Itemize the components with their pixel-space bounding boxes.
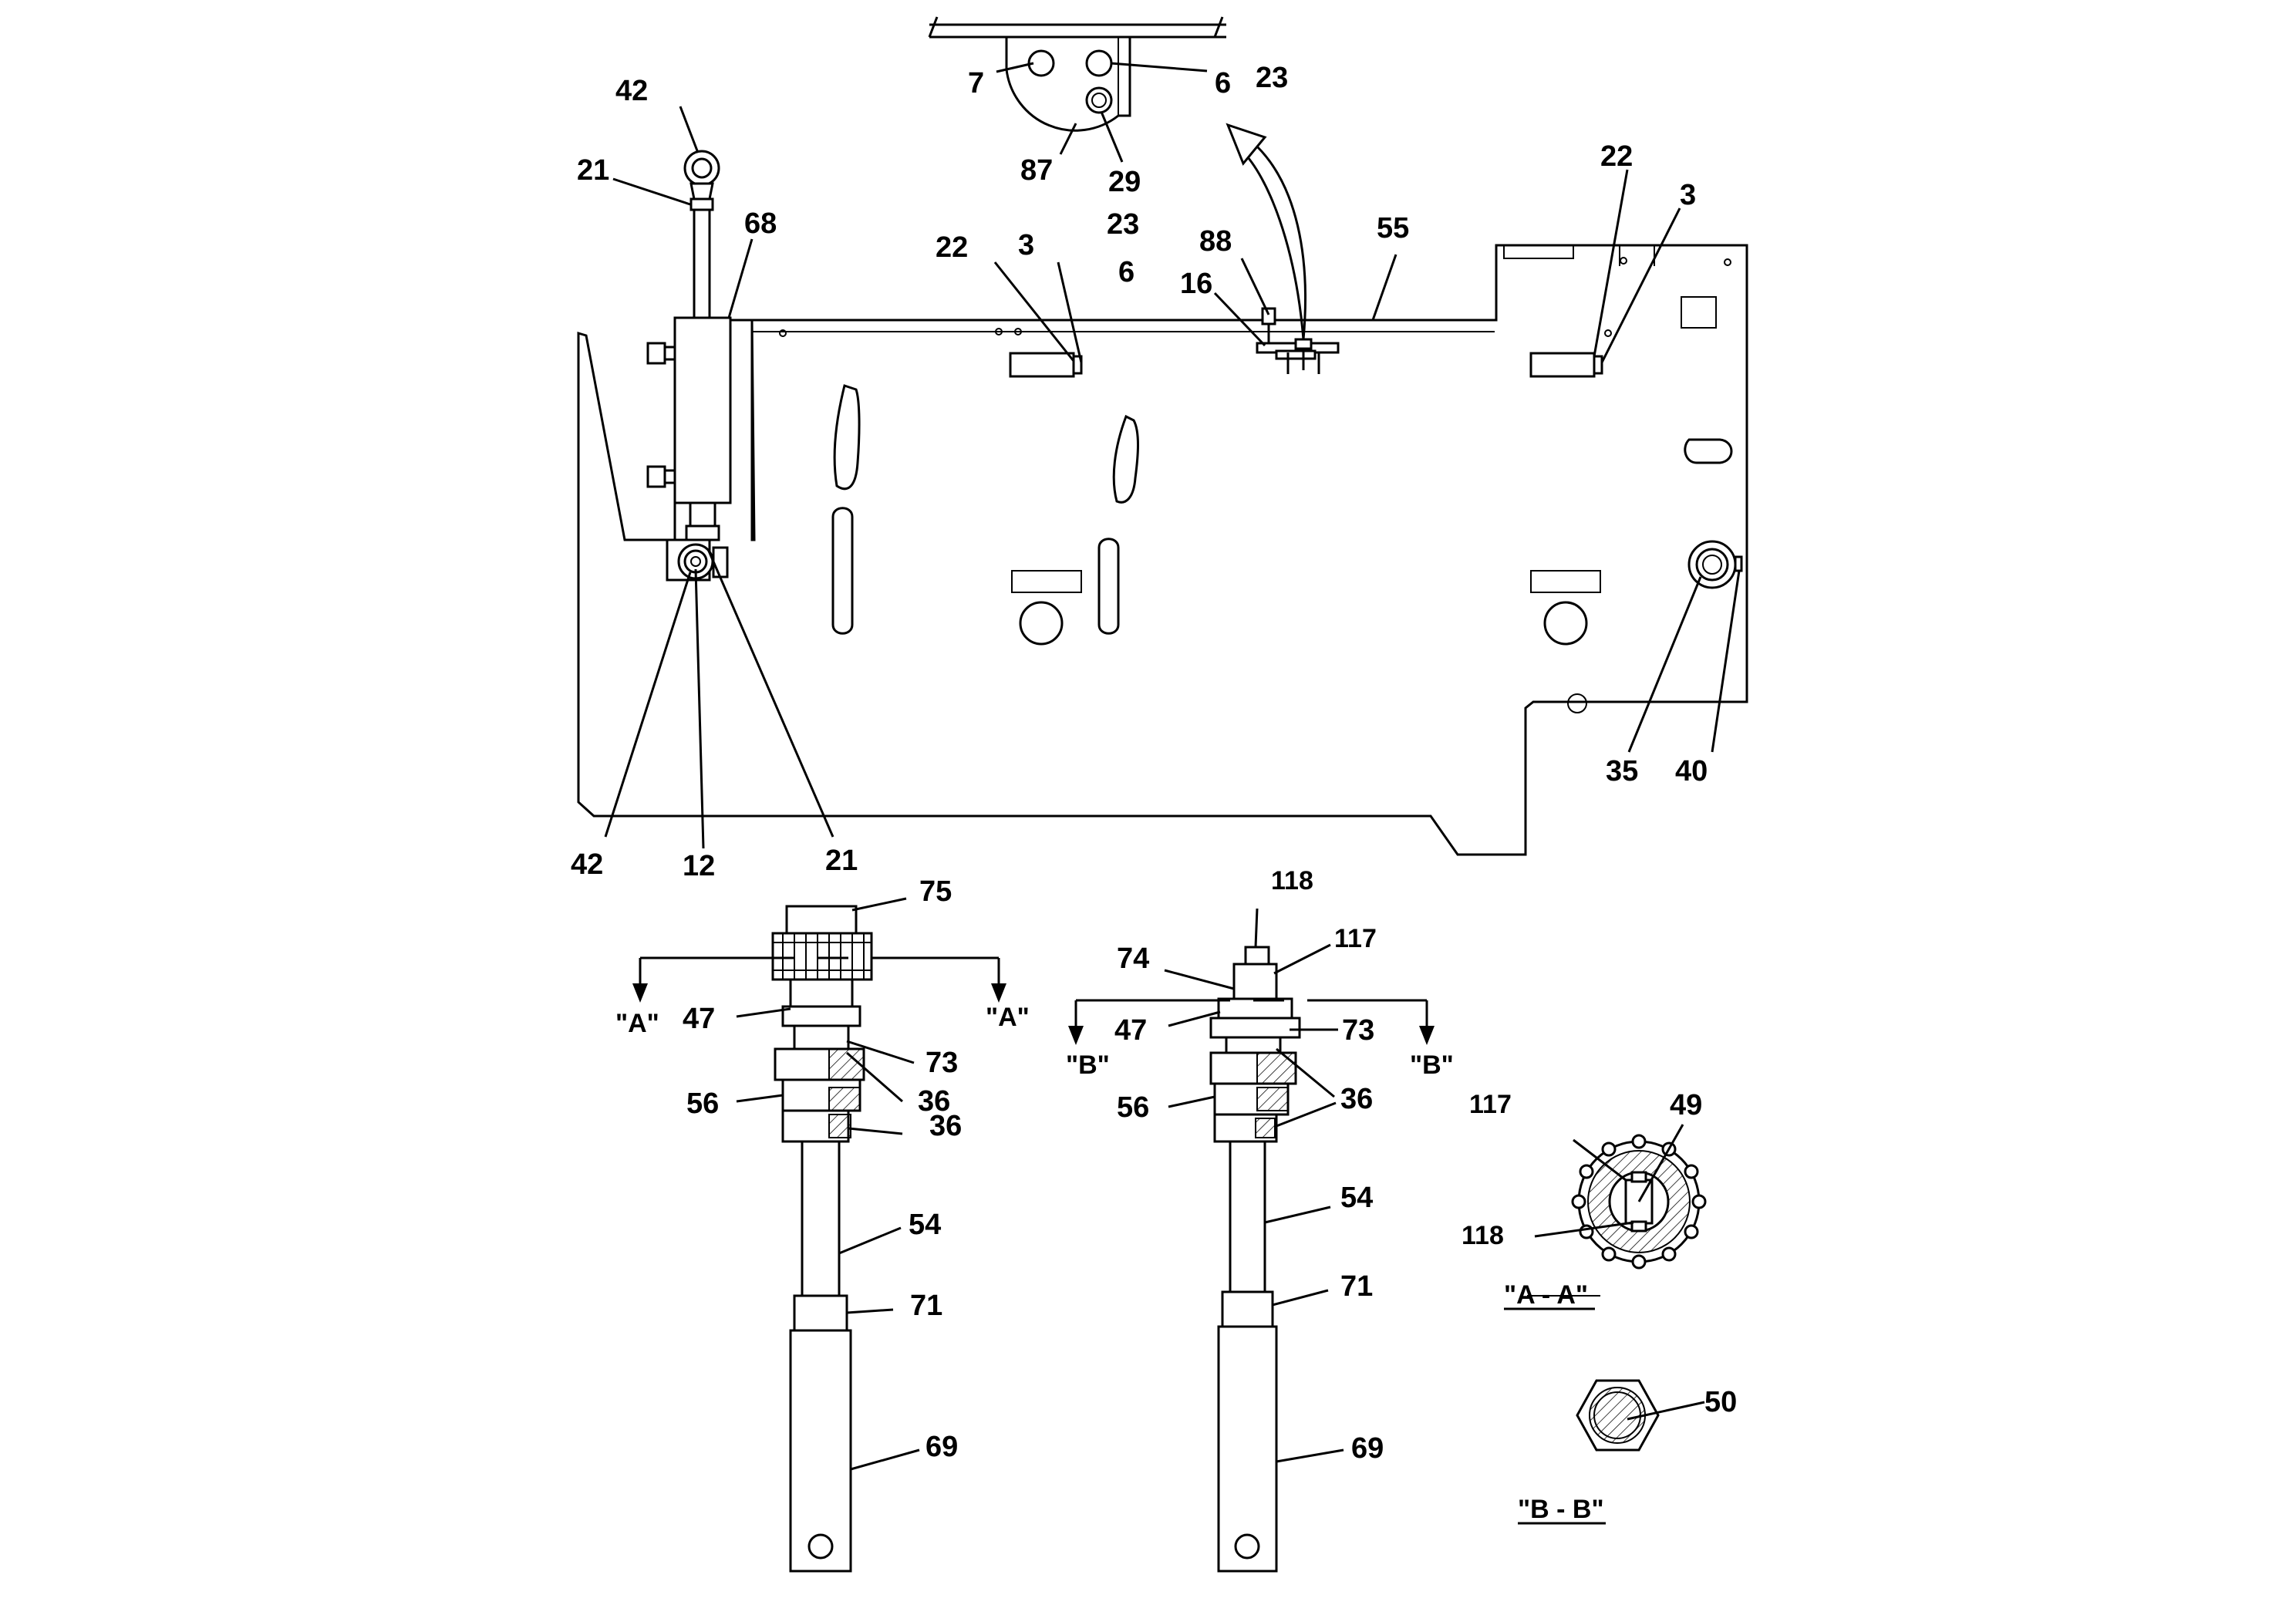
section-a-a-view — [1527, 1134, 1707, 1297]
callout-36: 36 — [918, 1085, 950, 1118]
callout-22: 22 — [936, 231, 968, 264]
section-markers: "A" "A" "B" "B" "A - A" "B - B" — [615, 1003, 1606, 1525]
main-frame-plate — [577, 244, 1748, 856]
callout-21: 21 — [577, 154, 609, 187]
callout-69: 69 — [925, 1431, 958, 1463]
chain-rollers — [1571, 1134, 1707, 1270]
callout-117: 117 — [1334, 924, 1377, 953]
callout-6: 6 — [1215, 67, 1231, 99]
callout-40: 40 — [1675, 755, 1708, 787]
callout-49: 49 — [1670, 1089, 1702, 1121]
callout-35: 35 — [1606, 755, 1638, 787]
callout-47: 47 — [683, 1003, 715, 1035]
callout-7: 7 — [968, 67, 984, 99]
left-shaft-assembly — [771, 905, 873, 1573]
callout-73: 73 — [925, 1047, 958, 1079]
right-shaft-assembly — [1209, 946, 1301, 1573]
hydraulic-cylinder — [646, 150, 732, 582]
section-title-a-a: "A - A" — [1504, 1280, 1588, 1310]
callout-88: 88 — [1199, 225, 1232, 258]
section-line-b — [1068, 999, 1435, 1045]
callout-69: 69 — [1351, 1432, 1384, 1465]
callout-71: 71 — [910, 1290, 942, 1322]
section-mark-a-left: "A" — [615, 1009, 659, 1038]
rotation-arrow-icon — [1226, 123, 1306, 340]
callout-55: 55 — [1377, 212, 1409, 244]
callout-47: 47 — [1114, 1014, 1147, 1047]
callout-6: 6 — [1118, 256, 1135, 288]
callout-36: 36 — [929, 1110, 962, 1142]
callout-23: 23 — [1256, 62, 1288, 94]
callout-56: 56 — [1117, 1091, 1149, 1124]
callout-22: 22 — [1600, 140, 1633, 173]
callout-42: 42 — [571, 848, 603, 881]
callout-16: 16 — [1180, 268, 1212, 300]
callout-23: 23 — [1107, 208, 1139, 241]
callout-21: 21 — [825, 845, 858, 877]
leader-lines — [604, 106, 1741, 1471]
callout-87: 87 — [1020, 154, 1053, 187]
callout-12: 12 — [683, 850, 715, 882]
callout-71: 71 — [1340, 1270, 1373, 1303]
callout-29: 29 — [1108, 166, 1141, 198]
callout-50: 50 — [1704, 1386, 1737, 1418]
callout-68: 68 — [744, 207, 777, 240]
section-line-a — [632, 956, 1006, 1003]
callout-118: 118 — [1462, 1221, 1504, 1250]
callout-3: 3 — [1018, 229, 1034, 261]
callout-118: 118 — [1271, 866, 1313, 895]
callout-73: 73 — [1342, 1014, 1374, 1047]
section-mark-b-left: "B" — [1066, 1050, 1110, 1080]
callout-3: 3 — [1680, 179, 1696, 211]
section-title-b-b: "B - B" — [1518, 1495, 1604, 1524]
callout-74: 74 — [1117, 943, 1149, 975]
callout-54: 54 — [1340, 1182, 1373, 1214]
callout-75: 75 — [919, 875, 952, 908]
callout-56: 56 — [686, 1088, 719, 1120]
section-mark-b-right: "B" — [1410, 1050, 1454, 1080]
callout-117: 117 — [1469, 1090, 1512, 1119]
callout-36: 36 — [1340, 1083, 1373, 1115]
callout-labels: 7 6 23 87 29 42 21 68 22 3 23 6 88 16 55… — [571, 62, 1737, 1465]
sprocket-teeth — [773, 933, 872, 980]
section-mark-a-right: "A" — [986, 1003, 1030, 1032]
callout-42: 42 — [615, 75, 648, 107]
top-detail-assembly — [928, 16, 1226, 163]
callout-54: 54 — [909, 1209, 941, 1241]
